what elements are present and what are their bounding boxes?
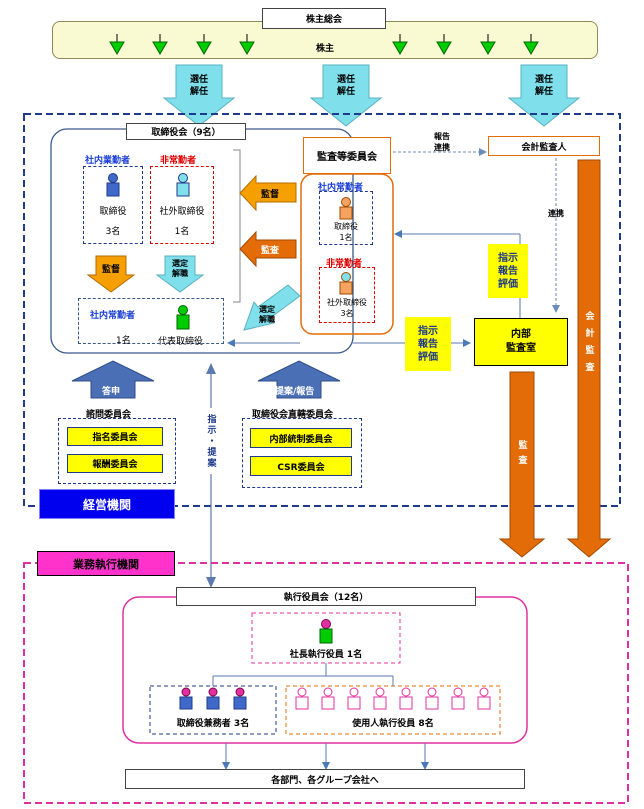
appoint-label-audit: 選任 解任	[336, 75, 355, 97]
instruct-report-eval-1: 指示 報告 評価	[488, 244, 528, 298]
internal-audit-title: 内部 監査室	[474, 318, 568, 366]
audit-committee-title: 監査等委員会	[303, 137, 391, 174]
director-officers-label: 取締役兼務者 3名	[176, 719, 250, 729]
audit-internal-label: 取締役 1名	[334, 222, 358, 242]
person-icon-outside-director	[176, 173, 190, 197]
compensation-committee: 報酬委員会	[67, 454, 163, 473]
audit-external-label: 社外取締役 3名	[327, 298, 367, 318]
person-icon-employee-officer	[399, 687, 413, 710]
board-direct-box	[242, 418, 362, 488]
shareholder-icon	[523, 34, 539, 55]
accounting-audit-label: 会計監査	[583, 311, 594, 379]
audit-select-dismiss-label: 選定 解職	[259, 305, 275, 324]
exec-committee-title: 執行役員会（12名）	[176, 587, 476, 606]
appoint-label-accounting: 選任 解任	[534, 75, 553, 97]
execution-org-label: 業務執行機関	[37, 551, 175, 576]
audit-arrow-label: 監査	[261, 246, 280, 256]
supervise-arrow-label: 監督	[261, 190, 280, 200]
appoint-arrow-board	[162, 64, 236, 127]
proposal-up-arrow	[257, 360, 341, 399]
appoint-arrow-accounting	[507, 64, 581, 127]
person-icon-director-officer	[233, 687, 247, 710]
shareholder-icon	[392, 34, 408, 55]
shareholder-icons	[109, 34, 539, 55]
board-select-dismiss-label: 選定 解職	[172, 259, 188, 278]
person-icon-audit-external	[339, 272, 353, 295]
instruct-report-eval-2: 指示 報告 評価	[405, 317, 451, 371]
internal-audit-down-label: 監査	[516, 440, 527, 470]
csr-committee: CSR委員会	[250, 456, 352, 476]
nomination-committee: 指名委員会	[67, 427, 163, 446]
person-icon-director	[106, 173, 120, 197]
link-label: 連携	[548, 209, 564, 218]
board-external-box	[150, 166, 214, 244]
select-dismiss-arrow-audit	[243, 284, 301, 331]
person-icon-employee-officer	[321, 687, 335, 710]
person-icon-employee-officer	[425, 687, 439, 710]
execution-boundary	[23, 562, 629, 804]
board-direct-title: 取締役会直轄委員会	[252, 410, 334, 420]
person-icon-employee-officer	[347, 687, 361, 710]
person-icon-employee-officer	[451, 687, 465, 710]
board-internal-box	[83, 166, 143, 244]
shareholders-label: 株主	[315, 43, 334, 54]
board-supervise-down-arrow	[86, 255, 136, 293]
instruction-proposal-label: 指示・提案	[204, 408, 218, 474]
employee-officers-label: 使用人執行役員 8名	[352, 719, 434, 729]
person-icon-employee-officer	[373, 687, 387, 710]
internal-audit-down-arrow	[498, 371, 546, 558]
audit-internal-header: 社内常勤者	[318, 183, 364, 193]
audit-arrow	[239, 230, 297, 268]
appoint-arrow-audit	[309, 64, 383, 127]
board-select-down-arrow	[155, 255, 205, 293]
advisory-up-arrow	[71, 360, 155, 399]
supervise-arrow	[239, 174, 297, 212]
person-icon-representative	[176, 305, 190, 330]
board-title: 取締役会（9名）	[126, 123, 246, 140]
board-rep-count: 1名	[116, 336, 131, 346]
accounting-auditor-title: 会計監査人	[488, 136, 600, 156]
appoint-label-board: 選任 解任	[189, 75, 208, 97]
board-internal-header: 社内業勤者	[85, 156, 131, 166]
shareholder-icon	[109, 34, 125, 55]
board-rep-label: 代表取締役	[158, 337, 204, 347]
shareholder-icon	[152, 34, 168, 55]
audit-external-box	[319, 267, 375, 323]
board-director-count: 3名	[105, 227, 121, 237]
advisory-box	[58, 418, 176, 484]
management-org-label: 経営機関	[39, 489, 175, 519]
report-link-label: 報告 連携	[434, 132, 450, 152]
person-icon-director-officer	[206, 687, 220, 710]
management-boundary	[23, 113, 621, 507]
person-icon-director-officer	[179, 687, 193, 710]
board-rep-box	[78, 298, 224, 344]
board-rep-header: 社内常勤者	[90, 311, 136, 321]
shareholder-icon	[196, 34, 212, 55]
audit-committee-container	[300, 173, 394, 335]
internal-control-committee: 内部統制委員会	[250, 428, 352, 448]
person-icon-president	[319, 619, 333, 644]
shareholder-icon	[480, 34, 496, 55]
board-supervise-label: 監督	[101, 265, 120, 275]
to-departments-box: 各部門、各グループ会社へ	[125, 769, 525, 789]
person-icon-audit-internal	[339, 197, 353, 220]
person-icon-employee-officer	[295, 687, 309, 710]
shareholder-icon	[239, 34, 255, 55]
president-label: 社長執行役員 1名	[289, 650, 363, 660]
audit-internal-box	[319, 191, 373, 245]
proposal-arrow-label: 提案/報告	[275, 387, 315, 397]
accounting-audit-down-arrow	[566, 159, 612, 558]
audit-external-header: 非常勤者	[326, 259, 363, 269]
advisory-arrow-label: 答申	[102, 387, 121, 397]
shareholder-icon	[436, 34, 452, 55]
shareholders-meeting-title: 株主総会	[262, 8, 386, 29]
advisory-title: 諮問委員会	[86, 410, 132, 420]
board-external-header: 非常勤者	[160, 156, 197, 166]
board-director-label: 取締役	[99, 207, 127, 217]
board-outside-director-count: 1名	[174, 227, 190, 237]
person-icon-employee-officer	[477, 687, 491, 710]
board-outside-director-label: 社外取締役	[159, 207, 205, 217]
